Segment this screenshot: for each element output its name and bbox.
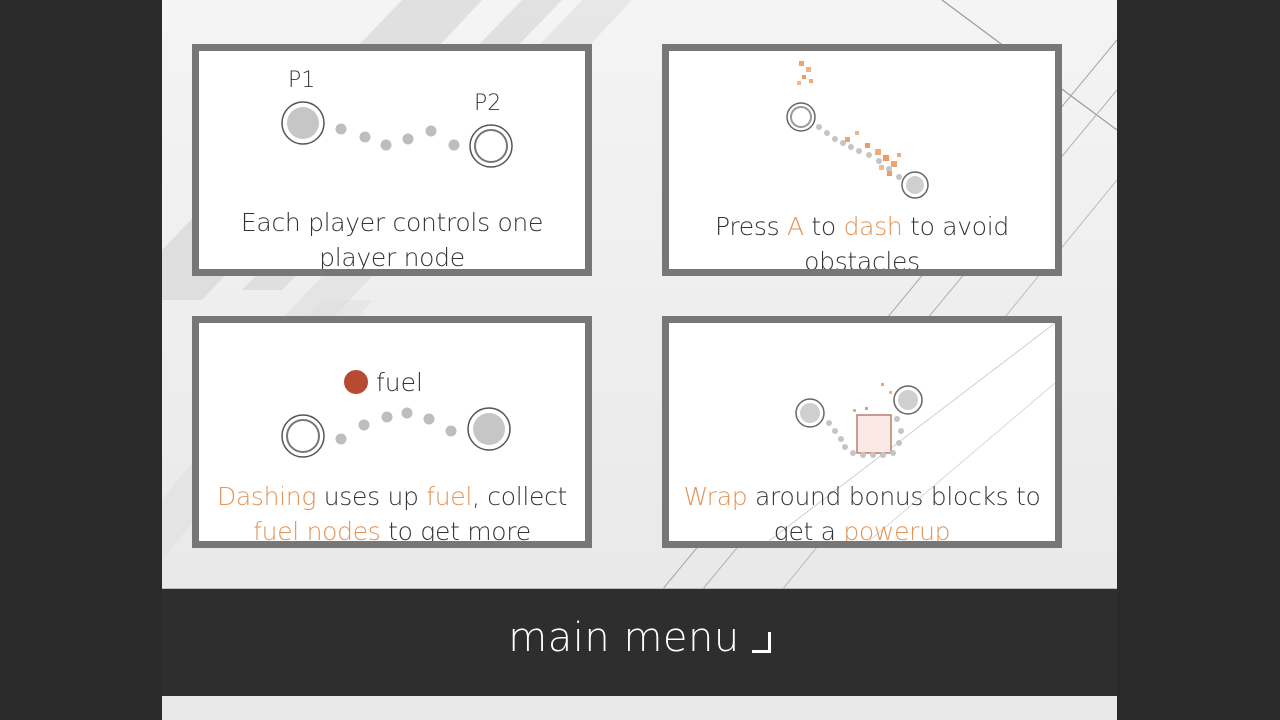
press-text: Press: [715, 212, 787, 241]
tutorial-panel-powerup: Wrap around bonus blocks to get a poweru…: [662, 316, 1062, 548]
a-button-text: A: [786, 212, 804, 241]
powerup-illustration: [768, 323, 1055, 541]
panel4-caption: Wrap around bonus blocks to get a poweru…: [669, 479, 1055, 546]
panel4-caption-line1: Wrap around bonus blocks to: [669, 479, 1055, 514]
dashing-text: Dashing: [216, 482, 317, 511]
panel3-caption-line2: fuel nodes to get more: [199, 514, 585, 546]
main-menu-button[interactable]: main menu: [162, 615, 1117, 661]
uses-up-text: uses up: [316, 482, 427, 511]
fuel-dot-icon: [344, 370, 368, 394]
tutorial-panel-dash: Press A to dash to avoid obstacles: [662, 44, 1062, 276]
p1-label: P1: [288, 68, 316, 93]
p2-label: P2: [474, 91, 502, 116]
to-text: to: [803, 212, 844, 241]
panel1-caption-line1: Each player controls one: [240, 208, 544, 237]
game-screen: P1 P2 Each player controls one player no…: [162, 0, 1117, 720]
players-illustration: [281, 101, 513, 168]
get-more-text: to get more: [380, 517, 531, 546]
fuel-legend: fuel: [344, 367, 423, 397]
panel2-caption: Press A to dash to avoid obstacles: [669, 209, 1055, 276]
collect-text: , collect: [472, 482, 568, 511]
panel1-caption: Each player controls one player node: [199, 205, 585, 272]
get-a-text: get a: [773, 517, 844, 546]
panel3-caption-line1: Dashing uses up fuel, collect: [199, 479, 585, 514]
panel2-caption-line2: obstacles: [804, 247, 920, 276]
fuel-text: fuel: [426, 482, 472, 511]
avoid-text: to avoid: [902, 212, 1009, 241]
fuel-legend-label: fuel: [376, 367, 423, 397]
bottom-strip: [162, 696, 1117, 720]
tutorial-panel-fuel: fuel Dashing uses up fuel, collect fuel …: [192, 316, 592, 548]
fuel-nodes-text: fuel nodes: [253, 517, 381, 546]
dash-text: dash: [843, 212, 903, 241]
dash-illustration: [786, 61, 929, 199]
bottom-menu-bar: main menu: [162, 588, 1117, 697]
powerup-text: powerup: [843, 517, 951, 546]
tutorial-panel-players: P1 P2 Each player controls one player no…: [192, 44, 592, 276]
panel3-caption: Dashing uses up fuel, collect fuel nodes…: [199, 479, 585, 546]
panel1-caption-line2: player node: [319, 243, 465, 272]
panel2-caption-line1: Press A to dash to avoid: [669, 209, 1055, 244]
corner-bracket-icon: [751, 632, 771, 653]
wrap-text: Wrap: [683, 482, 748, 511]
fuel-illustration: [281, 407, 511, 458]
around-text: around bonus blocks to: [747, 482, 1041, 511]
main-menu-label: main menu: [508, 615, 740, 661]
panel4-caption-line2: get a powerup: [669, 514, 1055, 546]
